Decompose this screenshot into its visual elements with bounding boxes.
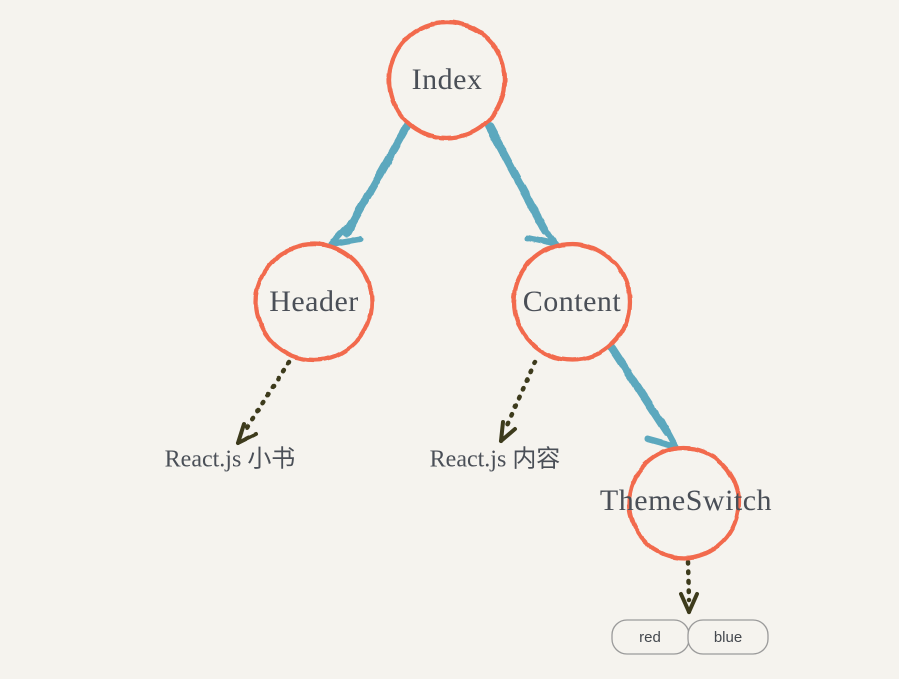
edge-themeswitch-to-boxes <box>679 559 699 614</box>
node-index[interactable]: Index <box>386 19 508 141</box>
edge-header-to-output <box>236 359 292 445</box>
leaf-content-output: React.js 内容 <box>430 446 561 473</box>
box-red-label: red <box>639 629 661 646</box>
edge-index-to-header <box>328 122 411 247</box>
node-index-label: Index <box>412 63 483 96</box>
box-blue[interactable]: blue <box>687 619 769 655</box>
node-themeswitch-label: ThemeSwitch <box>600 484 772 517</box>
leaf-header-output: React.js 小书 <box>165 446 296 473</box>
node-header-label: Header <box>269 285 359 318</box>
edge-index-to-content <box>485 122 559 247</box>
node-themeswitch[interactable]: ThemeSwitch <box>600 445 772 561</box>
box-blue-shape <box>687 619 769 655</box>
edge-content-to-output <box>499 359 538 443</box>
node-content[interactable]: Content <box>511 241 633 363</box>
edge-content-to-themeswitch <box>608 344 679 450</box>
box-red[interactable]: red <box>611 619 690 655</box>
box-blue-label: blue <box>714 629 742 646</box>
node-header[interactable]: Header <box>253 241 375 363</box>
node-content-label: Content <box>523 285 622 318</box>
